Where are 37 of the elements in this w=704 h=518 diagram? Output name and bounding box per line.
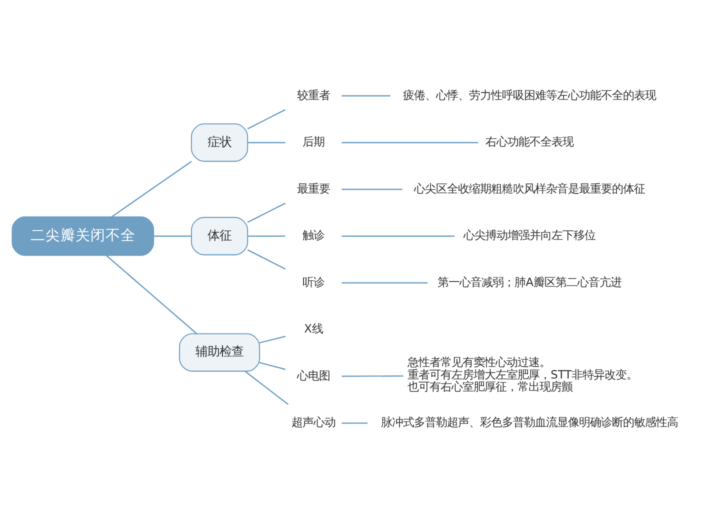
connector bbox=[259, 362, 286, 370]
node-text: 第一心音减弱；肺A瓣区第二心音亢进 bbox=[438, 274, 622, 288]
node-box: 体征 bbox=[190, 216, 248, 255]
connector bbox=[342, 142, 478, 143]
connector bbox=[247, 202, 286, 222]
node-text: 后期 bbox=[302, 134, 325, 148]
connector bbox=[248, 235, 286, 236]
connector bbox=[342, 188, 402, 190]
connector bbox=[259, 335, 286, 343]
connector bbox=[248, 142, 286, 143]
node-text: 心尖搏动增强并向左下移位 bbox=[464, 228, 596, 242]
node-text: 疲倦、心悸、劳力性呼吸困难等左心功能不全的表现 bbox=[403, 87, 656, 102]
connector bbox=[106, 254, 198, 334]
node-text: 脉冲式多普勒超声、彩色多普勒血流显像明确诊断的敏感性高 bbox=[381, 414, 678, 429]
node-text: 较重者 bbox=[297, 87, 330, 102]
node-text: 心尖区全收缩期粗糙吹风样杂音是最重要的体征 bbox=[414, 180, 646, 195]
node-text: X线 bbox=[304, 321, 323, 336]
connector bbox=[154, 235, 192, 236]
node-box: 二尖瓣关闭不全 bbox=[12, 216, 154, 256]
connector bbox=[342, 374, 404, 376]
connector bbox=[342, 422, 368, 424]
node-text: 右心功能不全表现 bbox=[486, 134, 574, 148]
connector bbox=[247, 108, 286, 129]
node-text: 触诊 bbox=[302, 228, 325, 242]
node-text: 超声心动 bbox=[292, 414, 336, 429]
node-text: 最重要 bbox=[297, 180, 330, 195]
node-text: 急性者常见有窦性心动过速。 重者可有左房增大左室肥厚，STT非特异改变。 也可有右心室肥厚征，常出现房颤 bbox=[408, 354, 638, 394]
connector bbox=[244, 370, 289, 404]
connector bbox=[342, 94, 390, 96]
node-box: 辅助检查 bbox=[179, 332, 260, 372]
node-text: 听诊 bbox=[302, 274, 325, 288]
connector bbox=[247, 248, 286, 270]
connector bbox=[111, 160, 192, 217]
node-box: 症状 bbox=[190, 122, 248, 162]
connector bbox=[342, 282, 428, 283]
connector bbox=[342, 235, 454, 236]
node-text: 心电图 bbox=[297, 368, 330, 382]
